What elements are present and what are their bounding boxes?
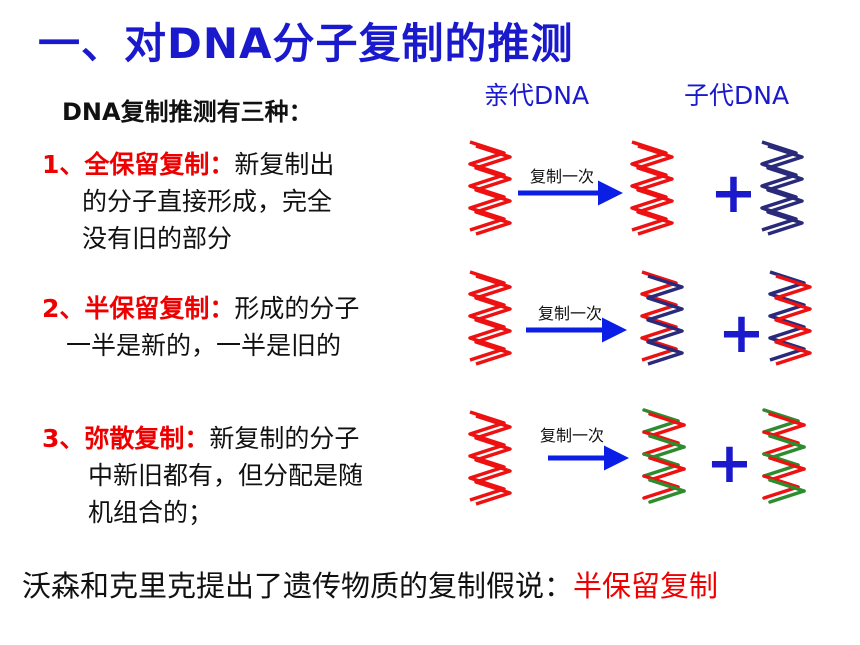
- row3-child-helix-a-segment: [648, 489, 686, 504]
- row3-child-helix-a-segment: [648, 478, 686, 493]
- row3-child-helix-b-segment: [762, 452, 800, 467]
- intro-text: DNA复制推测有三种：: [62, 98, 313, 126]
- row2-parent-helix-strand-a: [468, 270, 506, 362]
- row1-child-old-helix-strand-a: [630, 140, 668, 232]
- row3-child-helix-a-segment: [642, 474, 680, 489]
- row3-child-helix-a-segment: [648, 423, 686, 438]
- row1-parent-helix-strand-b: [474, 144, 512, 236]
- row2-child-helix-b-strand-a: [768, 270, 806, 362]
- conclusion: 沃森和克里克提出了遗传物质的复制假说：半保留复制: [22, 569, 719, 603]
- child-dna-heading: 子代DNA: [684, 81, 790, 110]
- row3-child-helix-a-segment: [648, 445, 686, 460]
- row1-parent-helix-strand-a: [468, 140, 506, 232]
- row2-child-helix-a-strand-a: [640, 270, 678, 362]
- row1-child-new-helix-strand-b: [766, 144, 804, 236]
- row3-child-helix-b-segment: [768, 423, 806, 438]
- row3-parent-helix-strand-b: [474, 414, 512, 506]
- plus-sign-3: +: [706, 431, 753, 496]
- row3-child-helix-b-segment: [768, 434, 806, 449]
- row3-child-helix-a-segment: [648, 456, 686, 471]
- plus-sign-2: +: [718, 301, 765, 366]
- row3-child-helix-b-segment: [768, 489, 806, 504]
- row3-child-helix-a-segment: [642, 430, 680, 445]
- row3-child-helix-b-segment: [768, 467, 806, 482]
- row3-child-helix-a-segment: [648, 412, 686, 427]
- hypothesis-3: 3、弥散复制：新复制的分子 中新旧都有，但分配是随 机组合的；: [42, 424, 364, 527]
- row3-child-helix-a-segment: [648, 467, 686, 482]
- row3-child-helix-b-segment: [768, 445, 806, 460]
- row3-child-helix-a-segment: [642, 452, 680, 467]
- row3-child-helix-b-segment: [768, 412, 806, 427]
- row2-child-helix-b-strand-b: [774, 274, 812, 366]
- hypothesis-1: 1、全保留复制：新复制出 的分子直接形成，完全 没有旧的部分: [42, 150, 335, 253]
- page-title: 一、对DNA分子复制的推测: [38, 19, 574, 68]
- hypothesis-2: 2、半保留复制：形成的分子 一半是新的，一半是旧的: [42, 294, 360, 360]
- plus-sign-1: +: [710, 161, 757, 226]
- row3-child-helix-b-segment: [768, 456, 806, 471]
- row3-child-helix-a-segment: [642, 408, 680, 423]
- replicate-label-3: 复制一次: [540, 426, 605, 445]
- row3-child-helix-b-segment: [762, 430, 800, 445]
- row3-child-helix-b-segment: [762, 474, 800, 489]
- row3-parent-helix-strand-a: [468, 410, 506, 502]
- row3-child-helix-a-segment: [648, 434, 686, 449]
- replicate-label-1: 复制一次: [530, 167, 595, 186]
- row3-child-helix-b-segment: [762, 408, 800, 423]
- replicate-label-2: 复制一次: [538, 304, 603, 323]
- row1-child-new-helix-strand-a: [760, 140, 798, 232]
- row2-child-helix-a-strand-b: [646, 274, 684, 366]
- row3-child-helix-b-segment: [768, 478, 806, 493]
- parent-dna-heading: 亲代DNA: [484, 81, 590, 110]
- row2-parent-helix-strand-b: [474, 274, 512, 366]
- row1-child-old-helix-strand-b: [636, 144, 674, 236]
